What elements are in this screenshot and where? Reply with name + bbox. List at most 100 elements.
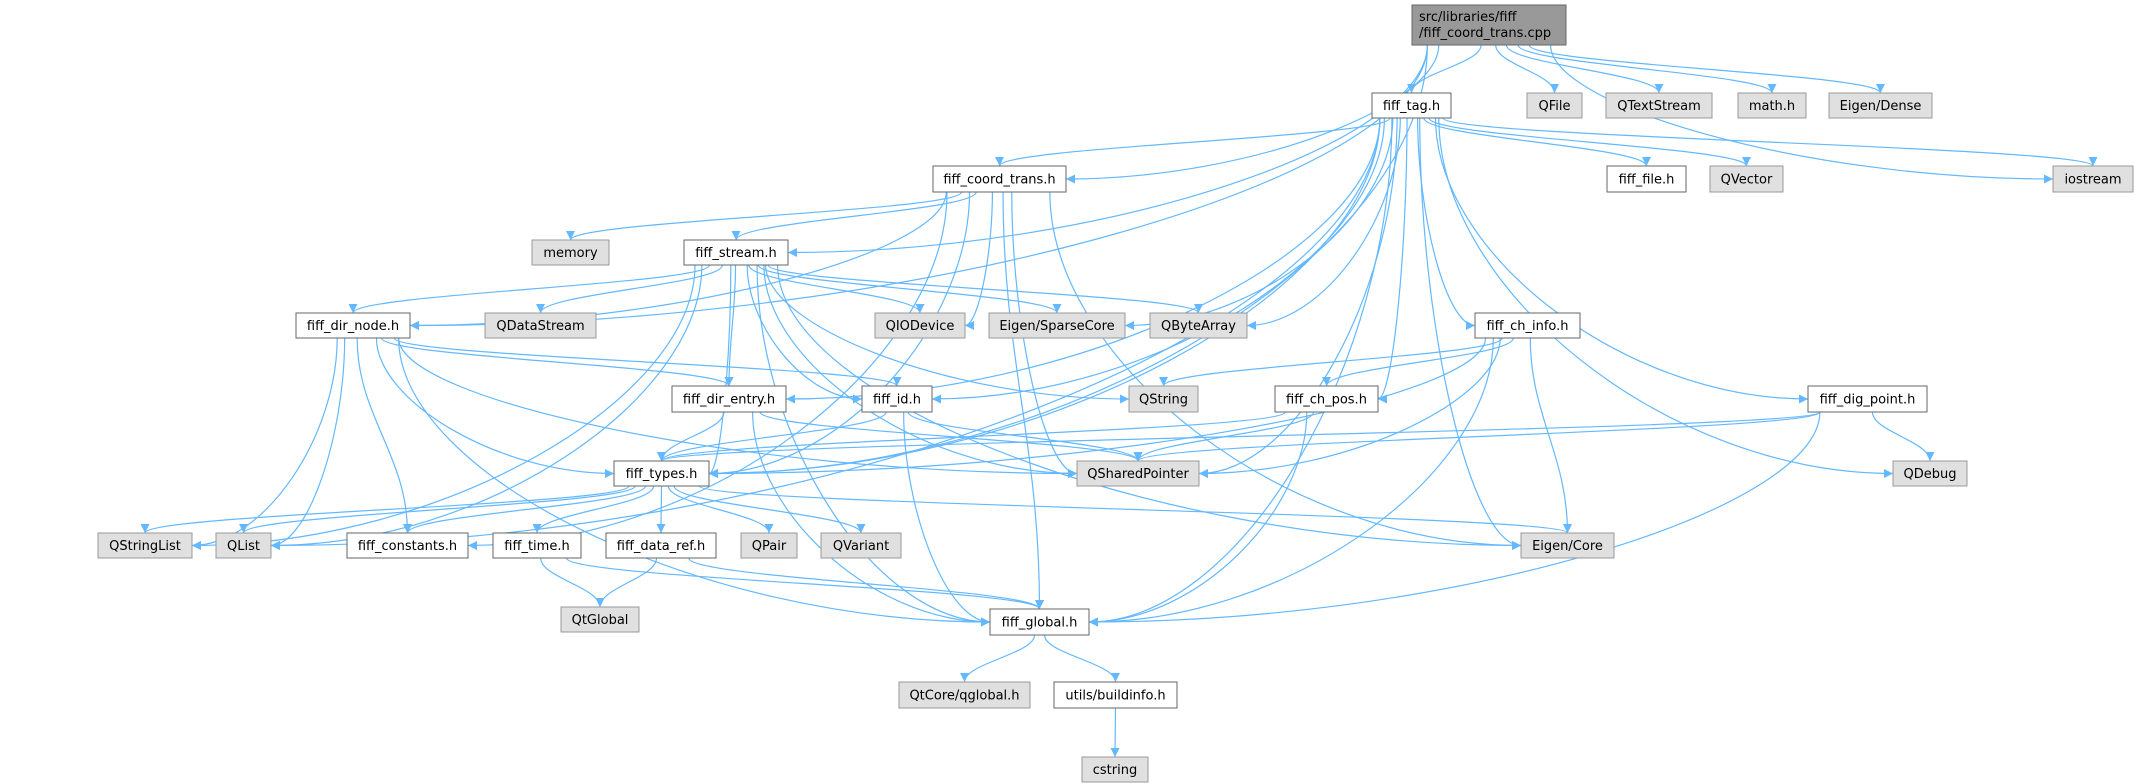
- node-label: math.h: [1749, 99, 1795, 114]
- node-fiff-dig-point[interactable]: fiff_dig_point.h: [1807, 385, 1928, 413]
- node-box: [1606, 165, 1687, 193]
- node-QByteArray[interactable]: QByteArray: [1149, 312, 1248, 339]
- node-label: fiff_data_ref.h: [617, 539, 706, 554]
- node-QVariant[interactable]: QVariant: [820, 532, 902, 559]
- node-box: [1371, 92, 1452, 119]
- node-label: memory: [543, 246, 598, 261]
- node-EigenCore[interactable]: Eigen/Core: [1520, 532, 1615, 559]
- edge-fiff_ch_info-to-fiff_types: [708, 337, 1487, 478]
- edge-fiff_ch_info-to-EigenCore: [1529, 337, 1572, 534]
- edge-fiff_tag-to-fiff_file: [1423, 117, 1651, 167]
- node-fiff-global[interactable]: fiff_global.h: [989, 608, 1090, 636]
- edge-fiff_tag-to-QByteArray: [1246, 117, 1401, 330]
- node-label: QtGlobal: [572, 613, 629, 628]
- edge-fiff_time-to-fiff_global: [565, 557, 1044, 610]
- node-box: [295, 312, 411, 339]
- edge-fiff_ch_info-to-fiff_ch_pos: [1322, 337, 1515, 387]
- edge-fiff_ch_pos-to-fiff_global: [1088, 411, 1308, 627]
- edge-fiff_coord_trans-to-fiff_stream: [731, 191, 977, 241]
- edge-fiff_dir_entry-to-fiff_global: [751, 411, 991, 627]
- node-label: QString: [1139, 393, 1188, 408]
- node-label: fiff_file.h: [1619, 173, 1675, 188]
- edge-root-to-fiff_coord_trans: [1065, 44, 1440, 184]
- node-box: [1709, 165, 1784, 193]
- node-fiff-stream[interactable]: fiff_stream.h: [683, 239, 789, 266]
- node-QList[interactable]: QList: [215, 532, 272, 559]
- node-box: [989, 608, 1090, 636]
- node-QSharedPointer[interactable]: QSharedPointer: [1076, 460, 1200, 487]
- node-memory[interactable]: memory: [531, 239, 610, 266]
- node-fiff-data-ref[interactable]: fiff_data_ref.h: [605, 532, 717, 559]
- node-fiff-coord-trans[interactable]: fiff_coord_trans.h: [932, 165, 1067, 193]
- node-QPair[interactable]: QPair: [740, 532, 798, 559]
- node-box: [97, 532, 193, 559]
- node-label: QPair: [752, 539, 787, 554]
- edge-fiff_tag-to-QVector: [1428, 117, 1751, 167]
- node-label: utils/buildinfo.h: [1065, 689, 1165, 704]
- node-cstring[interactable]: cstring: [1081, 756, 1149, 783]
- edge-root-to-EigenDense: [1528, 44, 1885, 94]
- edge-fiff_dig_point-to-fiff_global: [1088, 411, 1821, 627]
- node-box: [820, 532, 902, 559]
- edge-fiff_id-to-fiff_types: [657, 411, 887, 462]
- node-QTextStream[interactable]: QTextStream: [1605, 92, 1713, 119]
- node-fiff-constants[interactable]: fiff_constants.h: [346, 532, 469, 559]
- edge-fiff_stream-to-QDataStream: [536, 264, 724, 314]
- node-label: QDebug: [1904, 467, 1957, 482]
- edge-fiff_stream-to-QIODevice: [748, 264, 925, 314]
- edge-fiff_stream-to-fiff_dir_entry: [724, 264, 737, 387]
- node-QtCoreQglobal[interactable]: QtCore/qglobal.h: [898, 681, 1031, 709]
- edge-fiff_ch_info-to-fiff_global: [1088, 337, 1494, 627]
- node-math[interactable]: math.h: [1737, 92, 1807, 119]
- node-QtGlobal[interactable]: QtGlobal: [560, 606, 640, 633]
- node-label: fiff_global.h: [1002, 616, 1078, 631]
- node-box: [1053, 681, 1178, 709]
- node-label: QStringList: [109, 539, 181, 554]
- node-box: [1149, 312, 1248, 339]
- node-EigenSparseCore[interactable]: Eigen/SparseCore: [988, 312, 1126, 339]
- edge-fiff_data_ref-to-QtGlobal: [595, 557, 658, 608]
- edge-root-to-QTextStream: [1505, 44, 1664, 94]
- node-fiff-time[interactable]: fiff_time.h: [492, 532, 582, 559]
- node-label: QByteArray: [1161, 319, 1236, 334]
- node-label: cstring: [1093, 763, 1137, 778]
- node-box: [683, 239, 789, 266]
- node-fiff-types[interactable]: fiff_types.h: [613, 460, 710, 487]
- edge-root-to-fiff_stream: [787, 44, 1428, 257]
- node-QDebug[interactable]: QDebug: [1892, 460, 1968, 487]
- node-buildinfo[interactable]: utils/buildinfo.h: [1053, 681, 1178, 709]
- node-fiff-tag[interactable]: fiff_tag.h: [1371, 92, 1452, 119]
- edge-fiff_tag-to-fiff_types: [708, 117, 1381, 478]
- node-root[interactable]: src/libraries/fiff/fiff_coord_trans.cpp: [1411, 4, 1567, 46]
- edge-fiff_tag-to-iostream: [1442, 117, 2098, 167]
- edge-fiff_stream-to-QByteArray: [767, 264, 1203, 314]
- node-fiff-id[interactable]: fiff_id.h: [861, 385, 933, 413]
- node-QFile[interactable]: QFile: [1526, 92, 1583, 119]
- node-EigenDense[interactable]: Eigen/Dense: [1828, 92, 1933, 119]
- node-box: [1828, 92, 1933, 119]
- node-fiff-dir-node[interactable]: fiff_dir_node.h: [295, 312, 411, 339]
- edge-fiff_types-to-fiff_constants: [403, 485, 647, 534]
- node-QIODevice[interactable]: QIODevice: [874, 312, 966, 339]
- edge-fiff_global-to-buildinfo: [1043, 634, 1120, 683]
- edge-fiff_tag-to-EigenCore: [1419, 117, 1522, 550]
- node-fiff-file[interactable]: fiff_file.h: [1606, 165, 1687, 193]
- node-label: QTextStream: [1617, 99, 1701, 114]
- node-fiff-ch-pos[interactable]: fiff_ch_pos.h: [1274, 385, 1379, 413]
- node-label: QtCore/qglobal.h: [909, 689, 1019, 704]
- node-QStringList[interactable]: QStringList: [97, 532, 193, 559]
- edge-fiff_types-to-QStringList: [140, 485, 630, 534]
- node-fiff-ch-info[interactable]: fiff_ch_info.h: [1474, 312, 1581, 339]
- node-fiff-dir-entry[interactable]: fiff_dir_entry.h: [671, 385, 787, 413]
- node-box: [613, 460, 710, 487]
- node-QDataStream[interactable]: QDataStream: [484, 312, 597, 339]
- node-QVector[interactable]: QVector: [1709, 165, 1784, 193]
- edge-fiff_id-to-fiff_global: [903, 411, 991, 627]
- edge-fiff_tag-to-QSharedPointer: [1198, 117, 1398, 478]
- node-box: [1605, 92, 1713, 119]
- edge-fiff_stream-to-EigenCore: [777, 264, 1522, 550]
- node-box: [1520, 532, 1615, 559]
- node-iostream[interactable]: iostream: [2052, 165, 2134, 193]
- node-label: Eigen/Dense: [1840, 99, 1922, 114]
- node-QString[interactable]: QString: [1128, 385, 1199, 413]
